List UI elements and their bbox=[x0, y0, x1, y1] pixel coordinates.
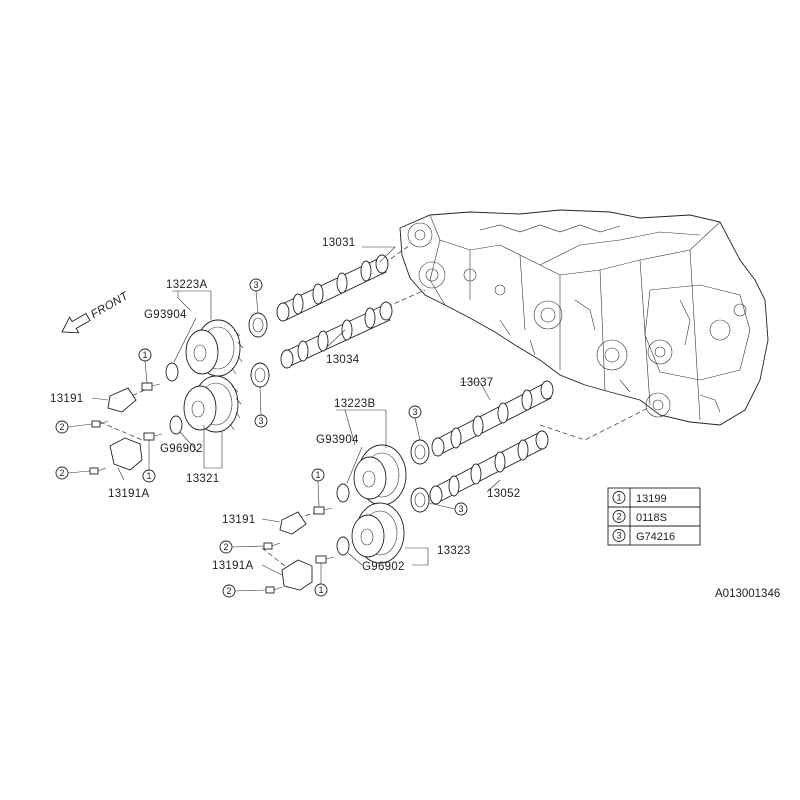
callout-1-a: 1 bbox=[138, 348, 152, 384]
svg-text:3: 3 bbox=[616, 531, 621, 541]
svg-text:2: 2 bbox=[223, 542, 228, 552]
label-13323: 13323 bbox=[437, 545, 470, 557]
label-13037: 13037 bbox=[460, 377, 493, 389]
svg-text:3: 3 bbox=[412, 407, 417, 417]
camshaft-13034 bbox=[280, 301, 393, 369]
bolt-0118s-lower-2 bbox=[265, 586, 283, 594]
callout-1-c: 1 bbox=[311, 468, 325, 508]
oil-seal-upper-2 bbox=[250, 362, 270, 388]
svg-text:1: 1 bbox=[616, 493, 621, 503]
leader-lines bbox=[91, 246, 501, 576]
label-13191-upper: 13191 bbox=[50, 393, 83, 405]
o-ring-g93904-upper bbox=[165, 362, 179, 382]
callout-3-a: 3 bbox=[249, 278, 263, 314]
oil-seal-upper-1 bbox=[248, 312, 268, 338]
legend-row-1: 1 13199 bbox=[612, 491, 667, 505]
callout-1-d: 1 bbox=[314, 563, 328, 597]
svg-text:2: 2 bbox=[59, 422, 64, 432]
legend-row-2: 2 0118S bbox=[612, 510, 667, 524]
cover-plate-13191-lower bbox=[279, 511, 307, 535]
bolt-13199-upper-1 bbox=[141, 382, 161, 391]
camshaft-13037 bbox=[431, 380, 554, 457]
bolt-0118s-upper-2 bbox=[89, 467, 107, 475]
label-g96902-upper: G96902 bbox=[160, 443, 203, 455]
svg-text:1: 1 bbox=[315, 470, 320, 480]
cam-sprocket-13323 bbox=[351, 502, 405, 564]
label-g93904-lower: G93904 bbox=[316, 434, 359, 446]
label-g93904-upper: G93904 bbox=[144, 309, 187, 321]
o-ring-g96902-lower bbox=[336, 536, 350, 556]
label-13031: 13031 bbox=[322, 237, 355, 249]
o-ring-g93904-lower bbox=[336, 483, 350, 503]
cover-plate-13191-upper bbox=[107, 387, 137, 413]
callout-3-d: 3 bbox=[428, 502, 468, 516]
cam-sprocket-13321 bbox=[183, 375, 242, 433]
legend-table: 1 13199 2 0118S 3 G74216 bbox=[607, 487, 701, 546]
legend-part-g74216: G74216 bbox=[636, 531, 675, 543]
svg-text:3: 3 bbox=[253, 280, 258, 290]
legend-part-0118s: 0118S bbox=[636, 512, 667, 524]
callout-1-b: 1 bbox=[142, 440, 156, 483]
oil-seal-lower-1 bbox=[410, 439, 430, 465]
cover-plate-13191a-upper bbox=[109, 437, 143, 471]
label-13223b: 13223B bbox=[334, 398, 375, 410]
callout-3-c: 3 bbox=[408, 405, 422, 441]
o-ring-g96902-upper bbox=[169, 415, 183, 435]
cam-sprocket-13223a bbox=[185, 319, 244, 377]
front-indicator: FRONT bbox=[61, 290, 131, 334]
label-13191-lower: 13191 bbox=[222, 514, 255, 526]
callout-2-c: 2 bbox=[219, 540, 265, 554]
camshaft-13031 bbox=[276, 254, 389, 322]
oil-seal-lower-2 bbox=[410, 487, 430, 513]
cam-sprocket-13223b bbox=[353, 444, 407, 506]
front-label: FRONT bbox=[89, 290, 131, 321]
callout-3-b: 3 bbox=[254, 386, 268, 428]
figure-id: A013001346 bbox=[715, 588, 780, 600]
svg-text:2: 2 bbox=[616, 512, 621, 522]
legend-row-3: 3 G74216 bbox=[612, 529, 675, 543]
label-13321: 13321 bbox=[186, 473, 219, 485]
svg-text:1: 1 bbox=[318, 585, 323, 595]
svg-text:1: 1 bbox=[142, 350, 147, 360]
label-13223a: 13223A bbox=[166, 279, 207, 291]
bolt-13199-lower-2 bbox=[315, 555, 335, 564]
bolt-13199-lower-1 bbox=[313, 506, 333, 515]
label-13034: 13034 bbox=[326, 354, 360, 366]
label-g96902-lower: G96902 bbox=[362, 561, 405, 573]
label-13191a-upper: 13191A bbox=[108, 488, 149, 500]
cover-plate-13191a-lower bbox=[281, 559, 313, 591]
bolt-0118s-upper-1 bbox=[91, 420, 109, 428]
svg-text:3: 3 bbox=[458, 504, 463, 514]
callout-2-d: 2 bbox=[222, 584, 267, 598]
callout-2-b: 2 bbox=[55, 466, 91, 480]
callout-2-a: 2 bbox=[55, 420, 93, 434]
svg-text:2: 2 bbox=[59, 468, 64, 478]
legend-part-13199: 13199 bbox=[636, 493, 667, 505]
engine-block bbox=[399, 209, 769, 426]
svg-text:2: 2 bbox=[226, 586, 231, 596]
label-13052: 13052 bbox=[487, 488, 520, 500]
bolt-0118s-lower-1 bbox=[263, 542, 281, 550]
bolt-13199-upper-2 bbox=[143, 432, 163, 441]
camshaft-13052 bbox=[429, 430, 549, 505]
label-13191a-lower: 13191A bbox=[212, 560, 253, 572]
svg-text:3: 3 bbox=[258, 416, 263, 426]
svg-text:1: 1 bbox=[146, 471, 151, 481]
